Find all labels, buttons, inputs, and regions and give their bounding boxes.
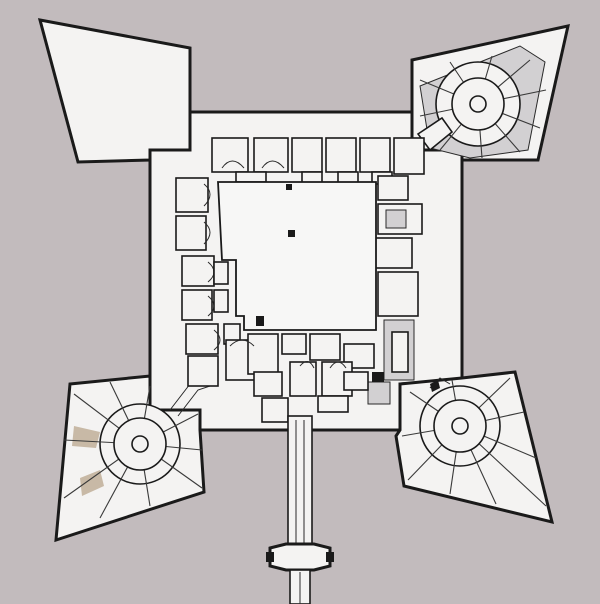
bastion-north-west xyxy=(37,18,192,164)
south-range xyxy=(225,333,375,423)
gatehouse xyxy=(268,542,332,572)
tower-south-east xyxy=(401,377,547,507)
entrance-causeway xyxy=(266,415,334,604)
north-range xyxy=(211,137,425,185)
tower-south-west xyxy=(63,375,217,519)
inner-castle xyxy=(175,137,425,423)
west-range xyxy=(175,177,241,387)
courtyard xyxy=(217,181,377,331)
well xyxy=(288,230,295,237)
tower-north-east xyxy=(416,45,547,159)
